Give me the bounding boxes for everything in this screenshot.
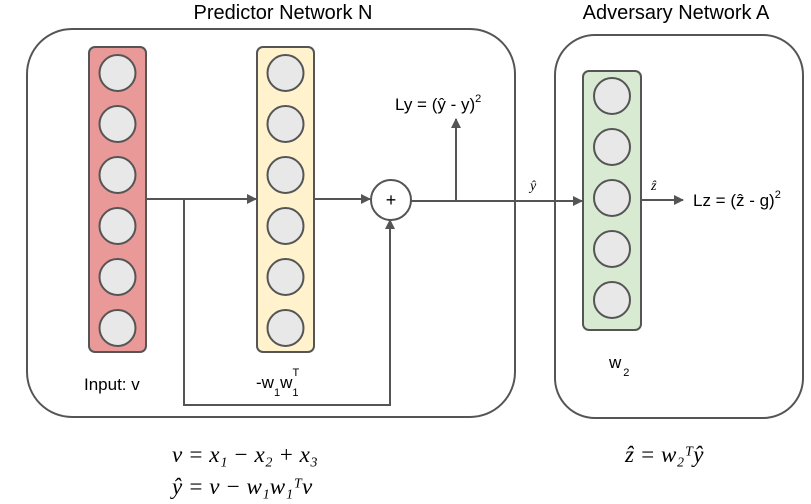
adversary-layer-node-5 <box>593 281 631 319</box>
input-layer <box>88 46 147 353</box>
y-hat-label: ŷ <box>528 179 537 194</box>
adversary-layer-node-1 <box>593 77 631 115</box>
weight-layer-node-5 <box>266 258 305 296</box>
weight-layer <box>256 46 315 353</box>
adversary-layer-node-2 <box>593 128 631 166</box>
equation-y-hat: ŷ = v − w₁w₁ᵀv <box>170 474 313 499</box>
skip-connection <box>183 199 395 406</box>
adversary-title: Adversary Network A <box>583 2 770 24</box>
adversary-layer-node-4 <box>593 230 631 268</box>
plus-sign: + <box>386 190 397 210</box>
predictor-network-box <box>26 28 516 418</box>
adversary-network-box <box>554 34 804 419</box>
predictor-title: Predictor Network N <box>194 2 373 24</box>
adversary-loss-label: Lz = (ẑ - g)2 <box>693 189 781 210</box>
input-layer-node-3 <box>98 156 137 194</box>
weight-layer-nodes <box>266 54 305 347</box>
predictor-loss-label: Ly = (ŷ - y)2 <box>395 93 481 114</box>
sum-node <box>370 179 412 221</box>
adversary-layer-node-3 <box>593 179 631 217</box>
weight-layer-node-3 <box>266 156 305 194</box>
equation-v: v = x₁ − x₂ + x₃ <box>172 442 318 467</box>
input-layer-node-5 <box>98 258 137 296</box>
adversary-weight-label: w2 <box>608 353 629 379</box>
input-layer-node-1 <box>98 54 137 92</box>
input-label: Input: v <box>84 375 140 394</box>
weight-layer-label: -w1w1T <box>256 367 299 399</box>
z-hat-label: ẑ <box>650 179 657 194</box>
input-layer-node-2 <box>98 105 137 143</box>
input-layer-node-6 <box>98 309 137 347</box>
equation-z-hat: ẑ = w₂ᵀŷ <box>624 442 704 467</box>
input-layer-node-4 <box>98 207 137 245</box>
adversary-layer-nodes <box>593 77 631 319</box>
weight-layer-node-4 <box>266 207 305 245</box>
input-layer-nodes <box>98 54 137 347</box>
weight-layer-node-6 <box>266 309 305 347</box>
weight-layer-node-2 <box>266 105 305 143</box>
weight-layer-node-1 <box>266 54 305 92</box>
